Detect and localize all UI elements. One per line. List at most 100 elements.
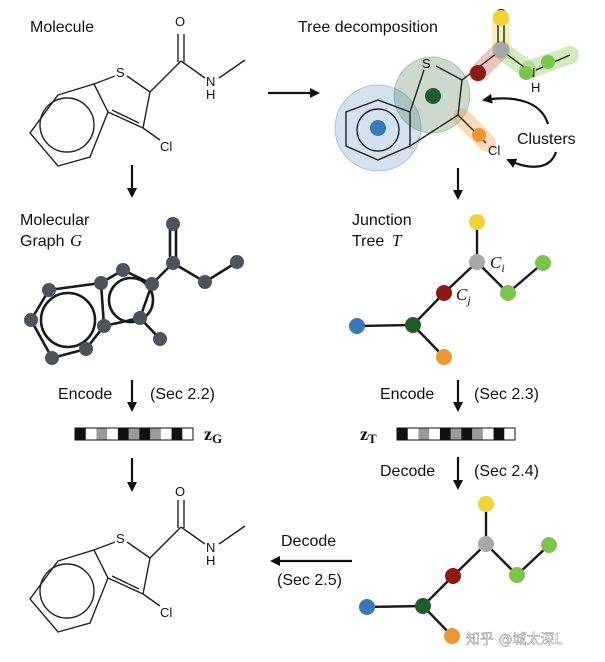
tree-label: Tree (352, 233, 384, 250)
zt-label: zT (360, 424, 377, 446)
tree-symbol: T (392, 231, 403, 250)
latent-vector-t (397, 428, 516, 440)
graph-symbol: G (70, 231, 82, 250)
latent-cell (75, 428, 87, 440)
node-light-green-1 (519, 66, 533, 80)
graph-node (24, 313, 38, 327)
encode-right-label: Encode (380, 386, 434, 403)
graph-label: Graph (20, 233, 64, 250)
graph-node (79, 342, 93, 356)
latent-cell (150, 428, 162, 440)
jt-node-grey (469, 254, 485, 270)
node-blue (370, 120, 386, 136)
node-yellow (493, 10, 509, 26)
latent-cell (472, 428, 484, 440)
clusters-arrow-upper (482, 93, 550, 125)
latent-cell (128, 428, 140, 440)
tree-decomposition-title: Tree decomposition (298, 19, 438, 36)
graph-node (45, 351, 59, 365)
jt-node-blue (349, 318, 365, 334)
jt-node-dark-red (436, 285, 452, 301)
encode-left-label: Encode (58, 386, 112, 403)
decode-right-label: Decode (380, 463, 435, 480)
latent-cell (450, 428, 462, 440)
atom-sulfur: S (116, 65, 125, 80)
dt-node-dark-green (415, 598, 431, 614)
cj-label: Cj (456, 285, 471, 307)
graph-node (133, 311, 147, 325)
dt-node-orange (444, 628, 460, 644)
dt-node-blue (359, 599, 375, 615)
dt-node-light-green-2 (541, 537, 557, 553)
latent-cell (160, 428, 172, 440)
node-dark-red (470, 65, 486, 81)
td-atom-chlorine: Cl (488, 143, 500, 158)
dt-node-light-green-1 (509, 567, 525, 583)
dt-node-yellow (478, 496, 494, 512)
graph-node (198, 275, 212, 289)
graph-node (42, 283, 56, 297)
latent-cell (117, 428, 129, 440)
atom-chlorine: Cl (160, 139, 172, 154)
latent-cell (171, 428, 183, 440)
atom-nitrogen: N (206, 74, 215, 89)
decoded-junction-tree (359, 496, 557, 644)
out-atom-sulfur: S (116, 531, 125, 546)
latent-cell (482, 428, 494, 440)
watermark: 知乎 @城太深L (466, 631, 562, 648)
graph-node (166, 256, 180, 270)
graph-node (153, 332, 167, 346)
dt-node-grey (478, 536, 494, 552)
atom-oxygen: O (175, 14, 185, 29)
graph-node (97, 319, 111, 333)
sec-2-3-label: (Sec 2.3) (474, 386, 539, 403)
latent-cell (461, 428, 473, 440)
sec-2-5-label: (Sec 2.5) (277, 572, 342, 589)
junction-label: Junction (352, 212, 412, 229)
out-atom-nitrogen: N (206, 540, 215, 555)
graph-node (116, 263, 130, 277)
latent-cell (407, 428, 419, 440)
molecule-title: Molecule (30, 19, 94, 36)
clusters-arrow-lower (506, 151, 558, 168)
latent-cell (96, 428, 108, 440)
sec-2-2-label: (Sec 2.2) (150, 386, 215, 403)
latent-cell (439, 428, 451, 440)
latent-cell (429, 428, 441, 440)
reconstructed-molecule: S O N H Cl (29, 484, 246, 633)
molecule-structure: S O N H Cl (29, 14, 246, 167)
zg-label: zG (204, 424, 222, 446)
jt-node-light-green-1 (500, 285, 516, 301)
td-atom-sulfur: S (422, 56, 431, 71)
jt-node-light-green-2 (535, 255, 551, 271)
jt-node-orange (436, 349, 452, 365)
out-atom-chlorine: Cl (160, 605, 172, 620)
node-grey (493, 42, 509, 58)
jt-node-yellow (469, 214, 485, 230)
sec-2-4-label: (Sec 2.4) (474, 463, 539, 480)
latent-cell (85, 428, 97, 440)
latent-cell (504, 428, 516, 440)
node-light-green-2 (541, 55, 555, 69)
decode-bottom-label: Decode (281, 533, 336, 550)
latent-cell (418, 428, 430, 440)
graph-node (166, 217, 180, 231)
latent-cell (182, 428, 194, 440)
out-atom-oxygen: O (175, 484, 185, 499)
atom-hydrogen: H (206, 87, 215, 102)
molecular-label: Molecular (20, 212, 90, 229)
graph-node (230, 255, 244, 269)
latent-vector-g (75, 428, 194, 440)
junction-tree (349, 214, 551, 365)
latent-cell (107, 428, 119, 440)
tree-decomposition-structure: S O N H Cl (334, 6, 579, 172)
latent-cell (139, 428, 151, 440)
jt-node-dark-green (405, 317, 421, 333)
latent-cell (397, 428, 409, 440)
graph-node (94, 276, 108, 290)
graph-node (145, 277, 159, 291)
dt-node-dark-red (445, 568, 461, 584)
td-atom-hydrogen: H (531, 80, 540, 95)
node-dark-green (425, 88, 441, 104)
